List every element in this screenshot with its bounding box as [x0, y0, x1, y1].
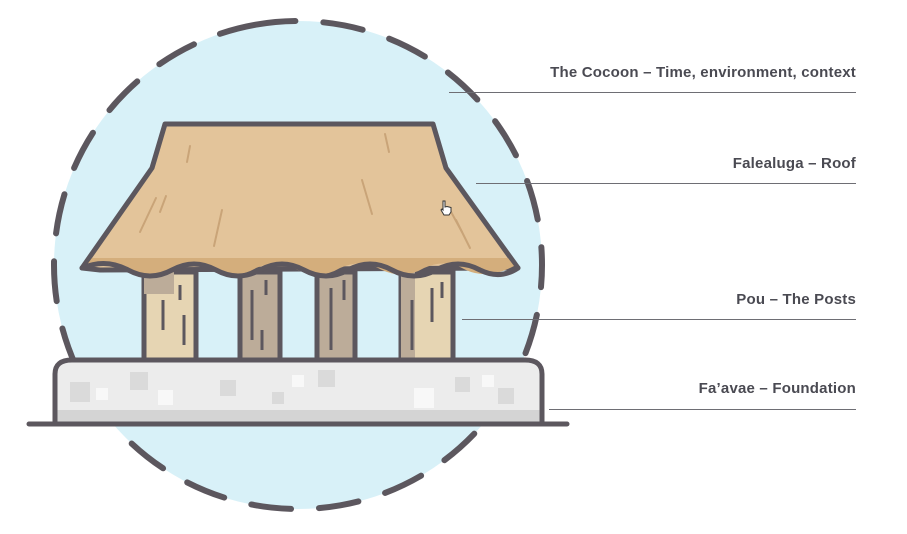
post-2 [237, 269, 283, 365]
label-cocoon: The Cocoon – Time, environment, context [550, 64, 856, 81]
leader-roof [476, 183, 856, 184]
post-3 [314, 269, 358, 365]
label-foundation: Fa’avae – Foundation [698, 380, 856, 397]
leader-posts [462, 319, 856, 320]
roof [79, 121, 521, 279]
foundation-base [57, 410, 540, 422]
roof-edge [79, 261, 521, 279]
hand-pointer-icon [440, 200, 452, 216]
label-posts: Pou – The Posts [736, 291, 856, 308]
cocoon-dashed-outline [51, 18, 545, 512]
leader-foundation [549, 409, 856, 410]
foundation [26, 357, 570, 427]
label-roof: Falealuga – Roof [732, 155, 856, 172]
leader-cocoon [449, 92, 856, 93]
foundation-outline [52, 357, 545, 422]
